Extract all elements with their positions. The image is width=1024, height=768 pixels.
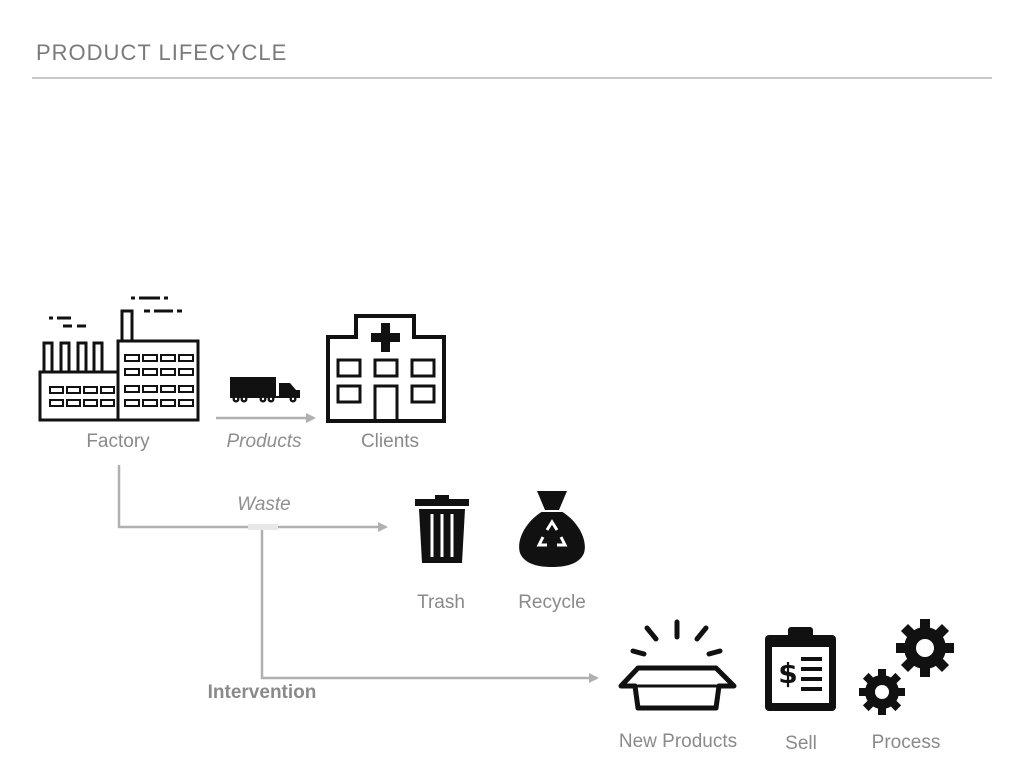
gears-icon: [859, 619, 954, 715]
factory-icon: [38, 296, 200, 422]
factory-label: Factory: [86, 431, 150, 452]
recycle-label: Recycle: [518, 592, 586, 613]
waste-arrow: [117, 465, 388, 532]
recycle-bag-icon: [519, 491, 585, 567]
waste-edge-label: Waste: [237, 494, 291, 515]
new-products-label: New Products: [618, 731, 738, 752]
clipboard-dollar-icon: $: [765, 627, 836, 711]
clients-label: Clients: [360, 431, 420, 452]
connectors: [117, 413, 599, 683]
trash-stripes: [430, 514, 454, 557]
truck-icon: [230, 377, 300, 403]
process-label: Process: [871, 732, 941, 753]
hospital-icon: [326, 314, 446, 423]
products-edge-label: Products: [226, 431, 302, 452]
title-divider: [32, 77, 992, 79]
trash-label: Trash: [417, 592, 465, 613]
waste-junction: [248, 524, 278, 530]
svg-text:$: $: [778, 657, 797, 690]
intervention-arrow: [260, 527, 599, 683]
intervention-edge-label: Intervention: [207, 682, 317, 703]
cross-symbol: [371, 323, 400, 352]
open-box-icon: [618, 619, 737, 711]
sell-label: Sell: [785, 733, 817, 754]
page-title: PRODUCT LIFECYCLE: [36, 40, 288, 65]
